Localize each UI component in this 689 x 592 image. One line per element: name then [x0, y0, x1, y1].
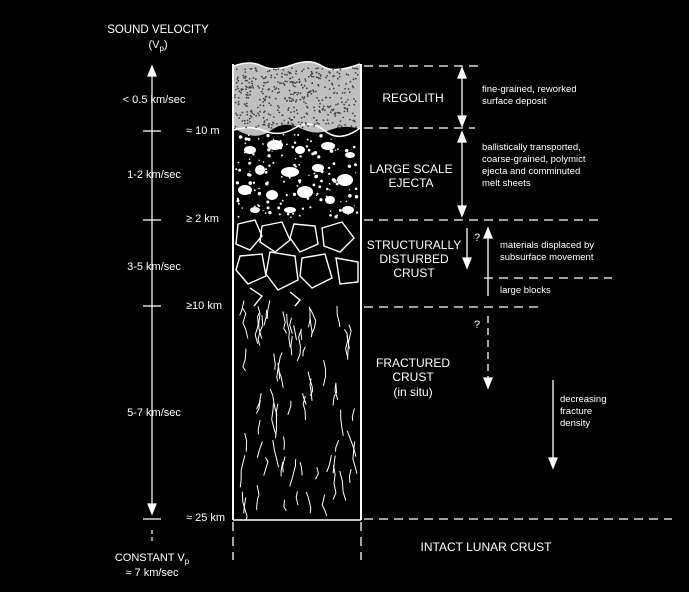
- desc-regolith-2: surface deposit: [482, 96, 547, 107]
- desc-fracture-3: density: [560, 418, 591, 429]
- velocity-regolith: < 0.5 km/sec: [122, 94, 186, 106]
- depth-25km: ≈ 25 km: [186, 512, 226, 524]
- zone-fractured-line2: CRUST: [392, 370, 434, 384]
- zone-disturbed-line1: STRUCTURALLY: [366, 238, 462, 252]
- desc-disturbed-2: subsurface movement: [500, 252, 594, 263]
- question-mark-upper: ?: [474, 232, 481, 244]
- desc-ejecta-1: ballistically transported,: [482, 142, 581, 153]
- crust-column: [232, 61, 362, 521]
- fracture-lines: [239, 300, 358, 520]
- velocity-fractured: 5-7 km/sec: [127, 407, 181, 419]
- zone-ejecta-line1: LARGE SCALE: [369, 162, 453, 176]
- question-mark-lower: ?: [474, 319, 481, 331]
- velocity-disturbed: 3-5 km/sec: [127, 261, 181, 273]
- zone-intact-crust: INTACT LUNAR CRUST: [420, 540, 552, 554]
- desc-fracture-2: fracture: [560, 406, 593, 417]
- vp-label: (Vp): [148, 39, 168, 54]
- velocity-scale: [143, 64, 161, 544]
- zone-arrows: [457, 66, 558, 470]
- velocity-ejecta: 1-2 km/sec: [127, 169, 181, 181]
- depth-10km: ≥10 km: [186, 300, 222, 312]
- depth-2km: ≥ 2 km: [186, 213, 219, 225]
- zone-fractured-line1: FRACTURED: [376, 356, 450, 370]
- desc-disturbed-1: materials displaced by: [500, 240, 594, 251]
- zone-disturbed-line3: CRUST: [393, 266, 435, 280]
- zone-fractured-line3: (in situ): [393, 385, 433, 399]
- constant-vp-label: CONSTANT Vp: [114, 552, 190, 567]
- depth-10m: ≈ 10 m: [186, 125, 220, 137]
- boundary-lines: [232, 65, 672, 560]
- disturbed-blocks: [235, 219, 359, 307]
- desc-regolith-1: fine-grained, reworked: [482, 84, 577, 95]
- desc-blocks: large blocks: [500, 285, 551, 296]
- sound-velocity-title: SOUND VELOCITY: [107, 24, 209, 36]
- desc-ejecta-2: coarse-grained, polymict: [482, 154, 586, 165]
- desc-ejecta-4: melt sheets: [482, 178, 531, 189]
- zone-regolith: REGOLITH: [382, 91, 444, 105]
- desc-ejecta-3: ejecta and comminuted: [482, 166, 581, 177]
- zone-ejecta-line2: EJECTA: [388, 176, 434, 190]
- ejecta-layer: [235, 133, 359, 219]
- desc-fracture-1: decreasing: [560, 394, 607, 405]
- constant-vp-value: ≈ 7 km/sec: [125, 567, 179, 579]
- zone-disturbed-line2: DISTURBED: [379, 252, 449, 266]
